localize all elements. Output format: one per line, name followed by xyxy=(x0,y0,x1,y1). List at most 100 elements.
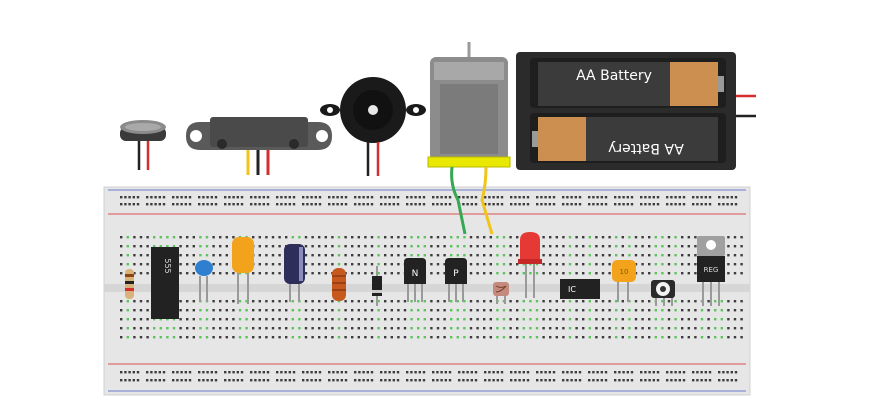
breadboard-hole xyxy=(630,203,634,206)
breadboard-hole xyxy=(390,272,393,275)
breadboard-hole xyxy=(354,379,357,382)
breadboard-hole xyxy=(628,245,631,248)
breadboard-hole xyxy=(240,379,244,382)
breadboard-hole xyxy=(622,196,625,199)
breadboard-hole xyxy=(384,327,387,330)
breadboard-hole xyxy=(588,371,591,374)
breadboard-hole xyxy=(351,309,354,312)
breadboard-hole xyxy=(232,379,235,382)
breadboard-hole xyxy=(351,300,354,303)
breadboard-hole xyxy=(443,318,446,321)
breadboard-hole xyxy=(654,263,657,266)
breadboard-hole xyxy=(727,309,730,312)
breadboard-hole xyxy=(292,379,296,382)
breadboard-hole xyxy=(510,371,513,374)
breadboard-hole xyxy=(366,196,369,199)
breadboard-hole xyxy=(674,379,677,382)
breadboard-hole xyxy=(562,263,565,266)
breadboard-hole xyxy=(492,203,495,206)
breadboard-hole xyxy=(344,379,348,382)
breadboard-hole xyxy=(358,203,361,206)
breadboard-hole xyxy=(549,236,552,239)
breadboard-hole xyxy=(284,379,287,382)
breadboard-hole xyxy=(336,371,339,374)
breadboard-hole xyxy=(733,300,737,303)
breadboard-hole xyxy=(496,245,499,248)
breadboard-hole xyxy=(654,309,657,312)
breadboard-hole xyxy=(146,245,149,248)
breadboard-hole xyxy=(285,318,288,321)
breadboard-hole xyxy=(621,336,624,339)
breadboard-hole xyxy=(588,379,591,382)
breadboard-hole xyxy=(310,379,313,382)
breadboard-hole xyxy=(278,318,281,321)
breadboard-hole xyxy=(436,371,439,374)
breadboard-hole xyxy=(588,196,591,199)
breadboard-hole xyxy=(172,236,176,239)
breadboard-hole xyxy=(544,196,547,199)
breadboard-hole xyxy=(128,196,131,199)
breadboard-hole xyxy=(314,203,317,206)
breadboard-hole xyxy=(526,371,530,374)
breadboard-hole xyxy=(681,236,684,239)
breadboard-hole xyxy=(364,263,367,266)
npn-transistor: N xyxy=(404,258,426,302)
breadboard-hole xyxy=(228,379,231,382)
breadboard-hole xyxy=(575,245,578,248)
breadboard-hole xyxy=(496,318,499,321)
breadboard-hole xyxy=(219,318,222,321)
breadboard-hole xyxy=(265,245,268,248)
breadboard-hole xyxy=(544,371,547,374)
breadboard-hole xyxy=(126,300,129,303)
breadboard-hole xyxy=(483,236,486,239)
breadboard-hole xyxy=(634,263,638,266)
breadboard-hole xyxy=(362,379,365,382)
breadboard-hole xyxy=(696,196,699,199)
breadboard-hole xyxy=(337,236,341,239)
breadboard-hole xyxy=(641,318,644,321)
breadboard-hole xyxy=(351,336,354,339)
breadboard-hole xyxy=(588,336,591,339)
breadboard-hole xyxy=(682,203,686,206)
breadboard-hole xyxy=(526,196,530,199)
breadboard-hole xyxy=(390,318,393,321)
breadboard-hole xyxy=(450,336,453,339)
breadboard-hole xyxy=(184,196,187,199)
breadboard-hole xyxy=(250,203,253,206)
breadboard-hole xyxy=(377,318,380,321)
breadboard-hole xyxy=(285,336,288,339)
breadboard-hole xyxy=(311,318,314,321)
breadboard-hole xyxy=(582,309,585,312)
breadboard-hole xyxy=(509,272,512,275)
breadboard-hole xyxy=(245,318,248,321)
breadboard-hole xyxy=(358,371,361,374)
breadboard-hole xyxy=(120,263,123,266)
breadboard-hole xyxy=(509,300,512,303)
breadboard-hole xyxy=(159,336,162,339)
breadboard-hole xyxy=(252,272,255,275)
breadboard-hole xyxy=(641,336,644,339)
breadboard-hole xyxy=(544,203,547,206)
breadboard-hole xyxy=(351,327,354,330)
breadboard-hole xyxy=(225,327,228,330)
breadboard-hole xyxy=(496,379,499,382)
breadboard-hole xyxy=(120,309,123,312)
breadboard-hole xyxy=(707,318,710,321)
breadboard-hole xyxy=(417,318,420,321)
breadboard-hole xyxy=(566,371,569,374)
breadboard-hole xyxy=(516,236,519,239)
breadboard-hole xyxy=(568,309,572,312)
breadboard-hole xyxy=(463,245,466,248)
breadboard-hole xyxy=(456,309,459,312)
breadboard-hole xyxy=(667,254,671,257)
breadboard-hole xyxy=(648,379,651,382)
breadboard-hole xyxy=(436,263,440,266)
breadboard-hole xyxy=(280,196,283,199)
breadboard-hole xyxy=(311,254,314,257)
breadboard-hole xyxy=(120,203,123,206)
breadboard-hole xyxy=(634,245,638,248)
breadboard-hole xyxy=(166,236,169,239)
breadboard-hole xyxy=(410,318,413,321)
breadboard-hole xyxy=(476,318,479,321)
breadboard-hole xyxy=(592,203,595,206)
